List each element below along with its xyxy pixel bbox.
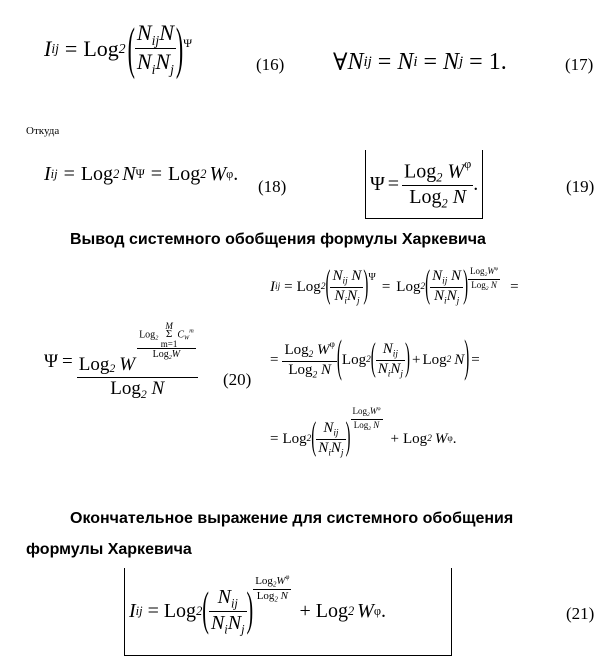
- equation-19: Ψ = Log2 Wφ Log2 N .: [365, 150, 484, 219]
- eq17-forall: ∀: [333, 50, 348, 76]
- eq16-lhs-sub: ij: [51, 40, 59, 56]
- eq16-equals: =: [64, 35, 78, 61]
- heading-derivation: Вывод системного обобщения формулы Харке…: [70, 231, 486, 248]
- eq19-number: (19): [566, 177, 595, 196]
- eq16-lhs: I: [44, 35, 52, 61]
- eq16-log-sub: 2: [118, 40, 126, 56]
- otkuda-text: Откуда: [26, 125, 60, 137]
- heading-final-line1: Окончательное выражение для системного о…: [70, 510, 514, 527]
- eq21-number: (21): [566, 604, 595, 623]
- eq17-number: (17): [565, 55, 594, 74]
- eq16-fraction: NijN NiNj: [134, 20, 176, 78]
- eq18-number: (18): [258, 177, 287, 196]
- eq16-lparen: (: [127, 15, 135, 81]
- eq16-number: (16): [256, 55, 285, 74]
- eq20-number: (20): [223, 370, 252, 389]
- eq16-rparen: ): [175, 15, 184, 81]
- heading-final-line2: формулы Харкевича: [26, 541, 192, 558]
- eq16-log: Log: [83, 35, 119, 61]
- eq16-exponent: Ψ: [183, 36, 193, 50]
